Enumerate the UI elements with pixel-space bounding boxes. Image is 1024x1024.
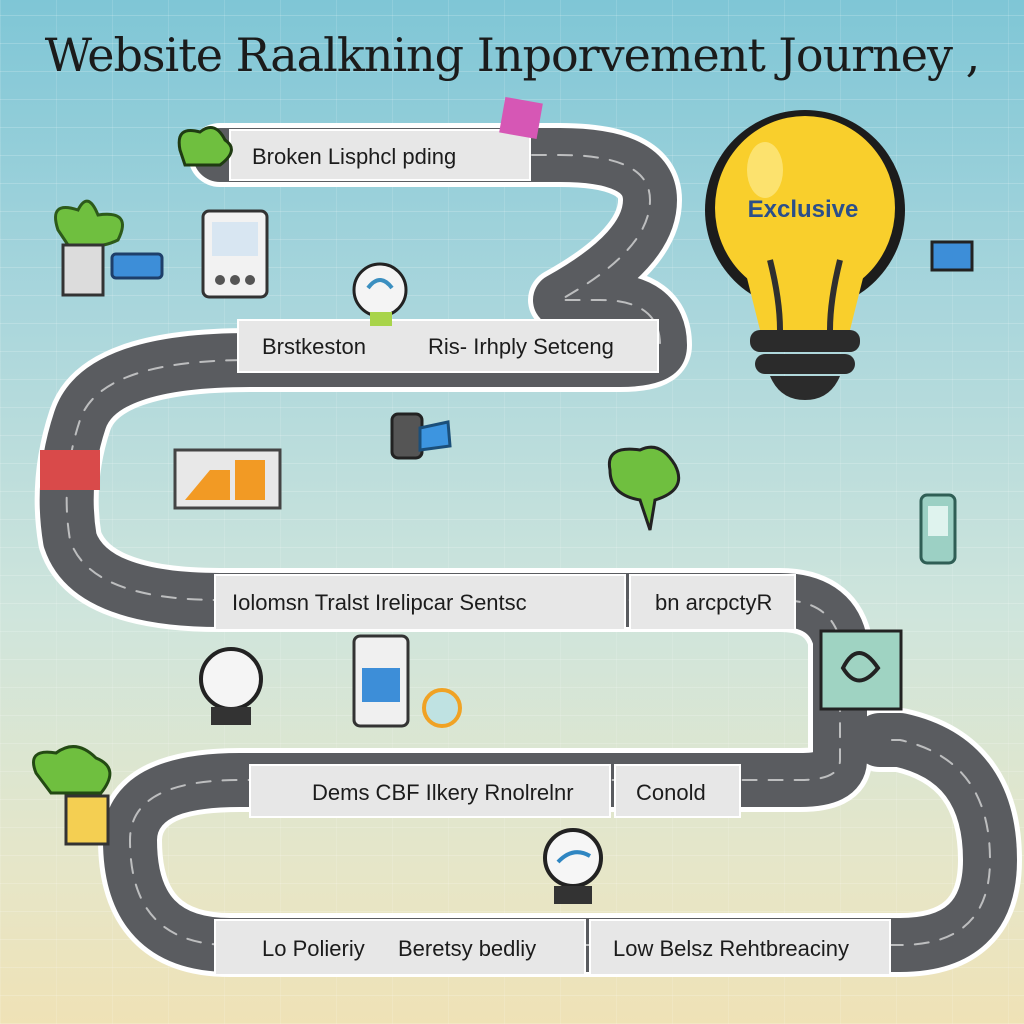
battery-icon xyxy=(930,240,974,272)
stage-label-7: Conold xyxy=(636,780,706,805)
phone-icon xyxy=(201,209,269,299)
stage-label-9: Beretsy bedliy xyxy=(398,936,537,961)
robot-icon xyxy=(543,828,603,904)
stage-label-4: Iolomsn Tralst Irelipcar Sentsc xyxy=(232,590,527,615)
pie-icon xyxy=(422,688,462,728)
plant-icon xyxy=(32,745,112,846)
phone-icon xyxy=(919,493,957,565)
battery-icon xyxy=(110,252,164,280)
stage-label-6: Dems CBF Ilkery Rnolrelnr xyxy=(312,780,574,805)
stage-label-5: bn arcpctyR xyxy=(655,590,773,615)
tools-icon xyxy=(390,412,452,460)
stage-label-10: Low Belsz Rehtbreaciny xyxy=(613,936,850,961)
sticky-note-icon xyxy=(499,96,543,140)
document-icon xyxy=(352,634,410,728)
stage-label-2: Brstkeston xyxy=(262,334,366,359)
monitor-icon xyxy=(819,629,903,711)
robot-icon xyxy=(352,262,408,326)
stage-label-3: Ris- Irhply Setceng xyxy=(428,334,614,359)
plant-icon xyxy=(54,199,124,297)
bulb-label: Exclusive xyxy=(747,196,859,223)
clock-icon xyxy=(199,647,263,725)
stage-label-8: Lo Polieriy xyxy=(262,936,365,961)
page-title: Website Raalkning Inporvement Journey , xyxy=(44,28,981,82)
plant-icon xyxy=(607,445,681,531)
stage-label-1: Broken Lisphcl pding xyxy=(252,144,457,169)
lightbulb-icon xyxy=(705,110,905,400)
plant-icon xyxy=(177,126,233,167)
